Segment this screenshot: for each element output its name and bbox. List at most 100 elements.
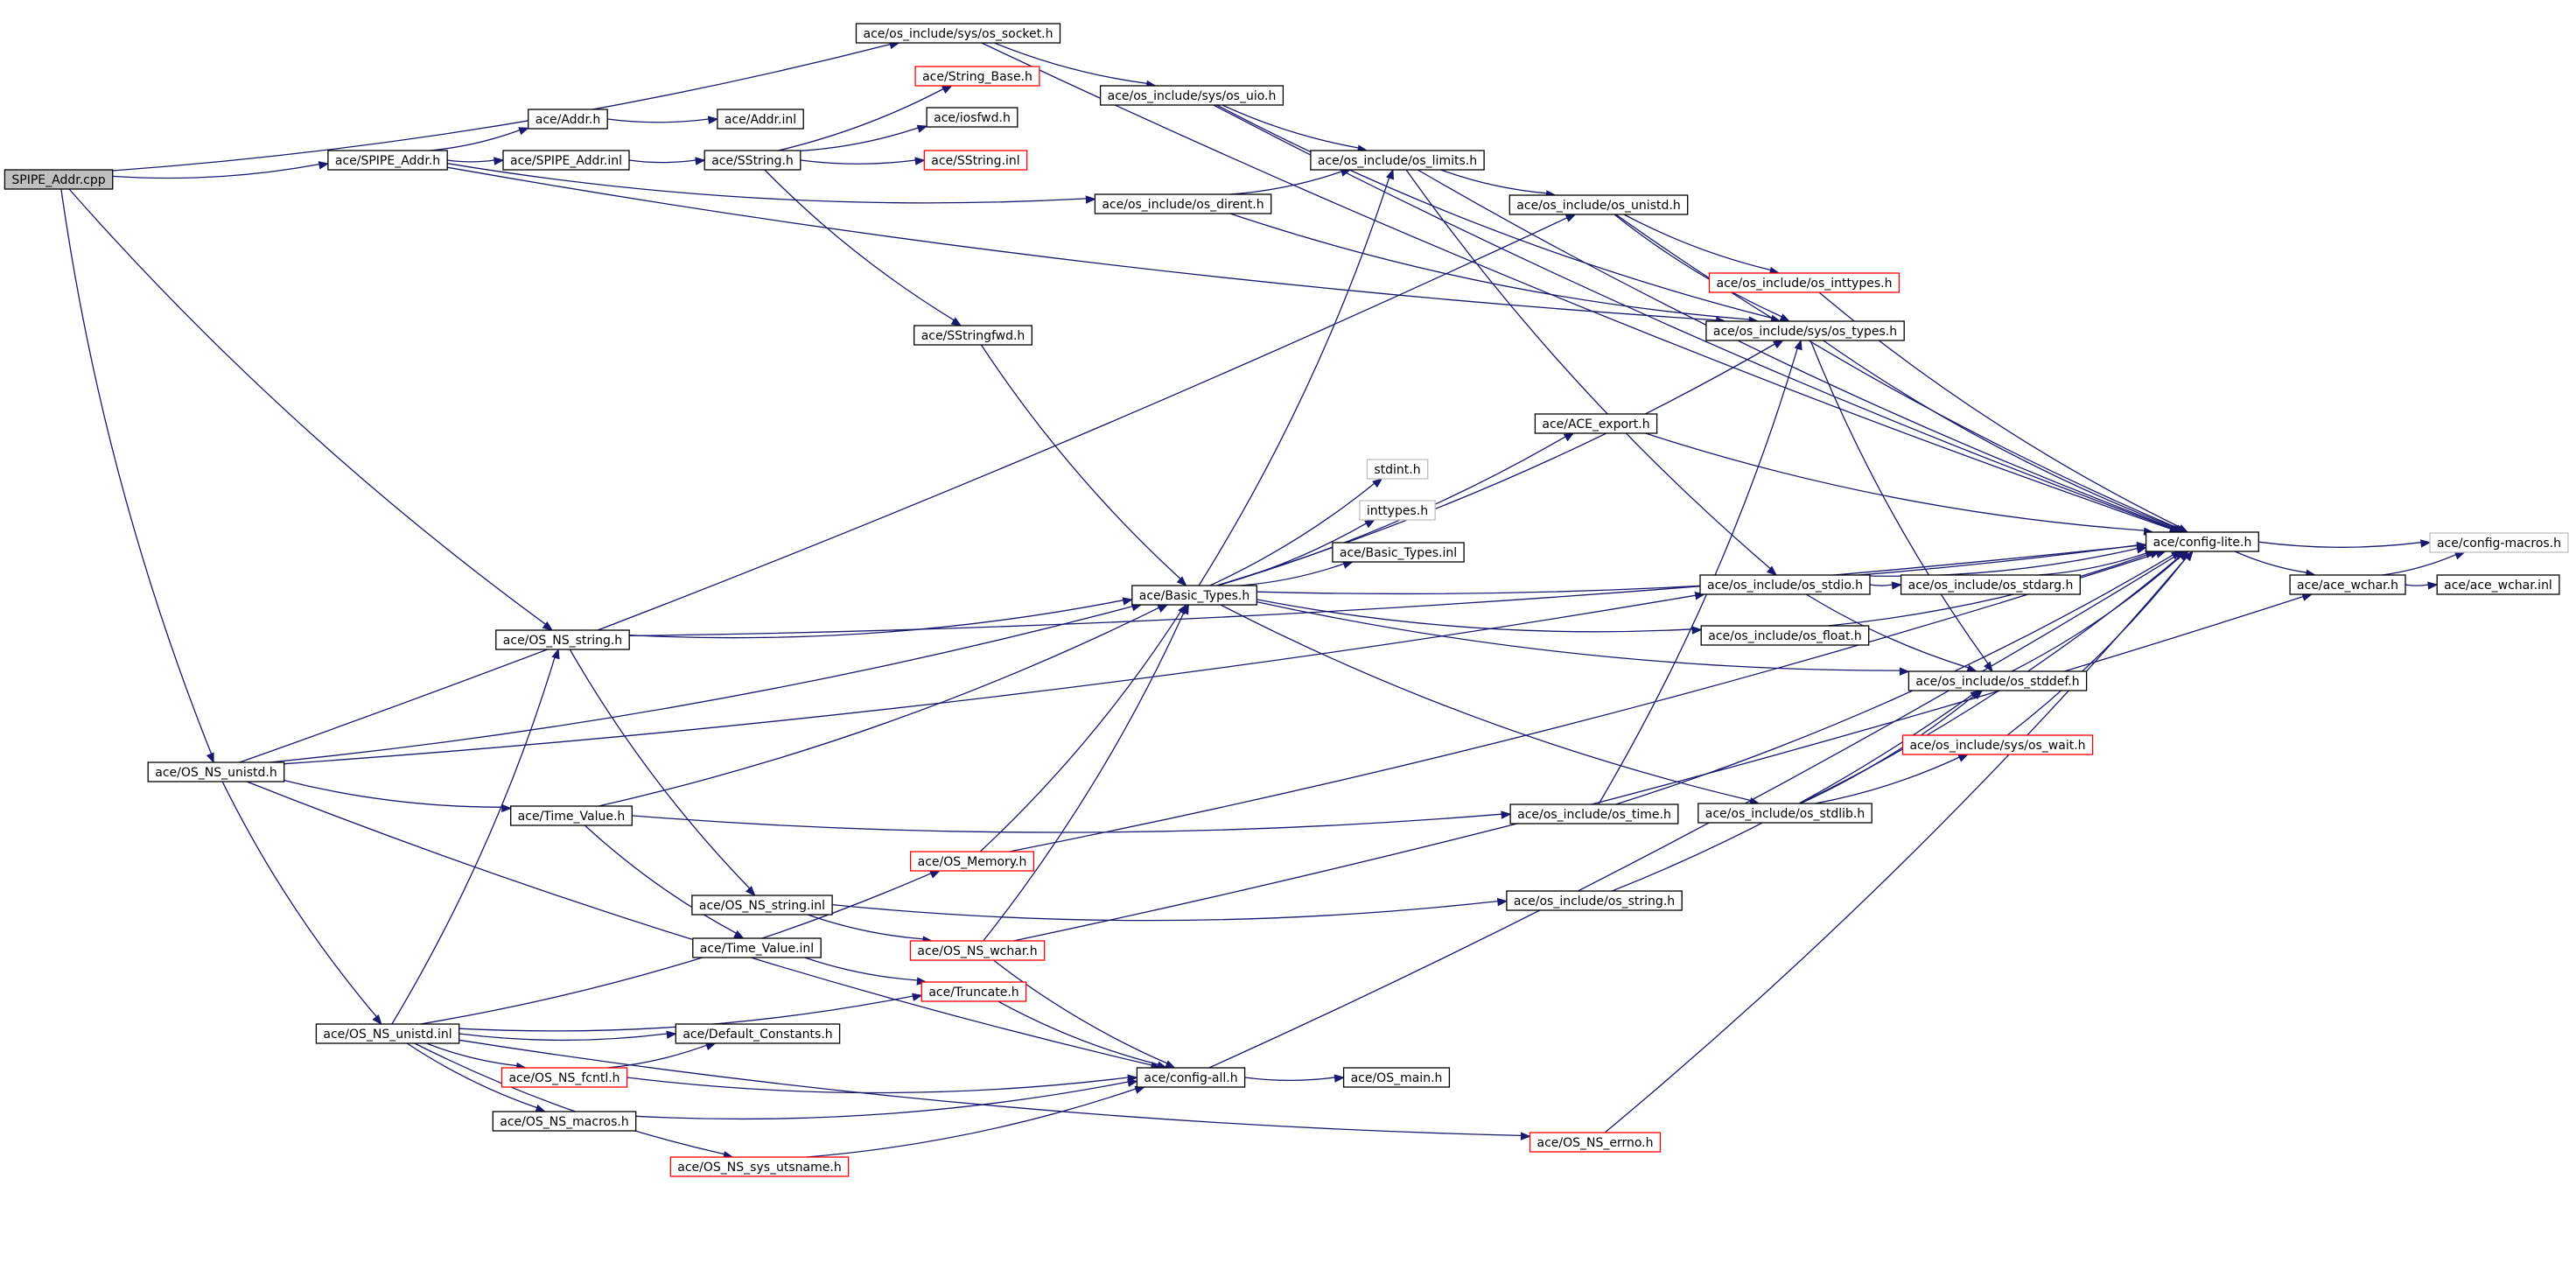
- node-box: [2429, 532, 2569, 553]
- node-os-stdarg[interactable]: ace/os_include/os_stdarg.h: [1900, 574, 2081, 595]
- node-box: [909, 851, 1035, 872]
- edge-os_unistd_h-to-os_inttypes: [1623, 214, 1781, 275]
- edge-ace_wchar_h-to-ace_wchar_inl: [2404, 581, 2439, 590]
- node-label: ace/os_include/os_stdarg.h: [1908, 579, 2074, 593]
- node-os-ns-fcntl[interactable]: ace/OS_NS_fcntl.h: [500, 1067, 628, 1088]
- edge-os_ns_unistd_inl-to-os_ns_string_h: [391, 648, 560, 1025]
- edge-os_ns_wchar-to-ace_wchar_h: [1013, 593, 2314, 942]
- node-os-main[interactable]: ace/OS_main.h: [1342, 1067, 1451, 1088]
- node-os-ns-unistd-inl[interactable]: ace/OS_NS_unistd.inl: [315, 1023, 460, 1044]
- node-stdint[interactable]: stdint.h: [1366, 459, 1429, 480]
- node-box: [1342, 1067, 1451, 1088]
- node-box: [1509, 803, 1679, 824]
- node-config-macros[interactable]: ace/config-macros.h: [2429, 532, 2569, 553]
- node-os-ns-errno[interactable]: ace/OS_NS_errno.h: [1529, 1132, 1662, 1153]
- edge-os_ns_string_inl-to-os_string_h: [832, 897, 1508, 922]
- node-box: [669, 1156, 850, 1177]
- node-spipe-cpp[interactable]: SPIPE_Addr.cpp: [4, 169, 114, 190]
- node-os-unistd-h[interactable]: ace/os_include/os_unistd.h: [1508, 194, 1689, 215]
- node-box: [147, 761, 285, 782]
- node-os-limits[interactable]: ace/os_include/os_limits.h: [1310, 150, 1485, 171]
- node-box: [4, 169, 114, 190]
- node-sstringfwd[interactable]: ace/SStringfwd.h: [914, 325, 1032, 346]
- node-os-string-h[interactable]: ace/os_include/os_string.h: [1506, 890, 1683, 911]
- node-box: [926, 107, 1018, 128]
- node-box: [909, 940, 1046, 961]
- edge-truncate-to-config_all: [998, 1000, 1168, 1070]
- node-basic-types-h[interactable]: ace/Basic_Types.h: [1131, 585, 1257, 606]
- edge-os_limits-to-config_lite: [1417, 169, 2184, 533]
- node-label: ace/ace_wchar.h: [2297, 579, 2398, 593]
- node-os-ns-wchar[interactable]: ace/OS_NS_wchar.h: [909, 940, 1046, 961]
- node-time-value-inl[interactable]: ace/Time_Value.inl: [692, 937, 822, 958]
- edge-config_lite-to-ace_wchar_h: [2235, 551, 2317, 578]
- node-ace-export[interactable]: ace/ACE_export.h: [1534, 413, 1658, 434]
- node-box: [528, 109, 608, 130]
- edge-addr_h-to-addr_inl: [607, 116, 719, 124]
- node-sstring-h[interactable]: ace/SString.h: [704, 150, 802, 171]
- node-config-lite[interactable]: ace/config-lite.h: [2145, 531, 2259, 552]
- edge-os_ns_sys_utsname-to-config_all: [806, 1085, 1146, 1158]
- edge-os_ns_unistd_inl-to-default_constants: [458, 1030, 677, 1042]
- node-os-wait[interactable]: ace/os_include/sys/os_wait.h: [1901, 734, 2094, 755]
- node-addr-inl[interactable]: ace/Addr.inl: [717, 109, 804, 130]
- node-box: [1131, 585, 1257, 606]
- node-inttypes[interactable]: inttypes.h: [1359, 500, 1436, 521]
- node-iosfwd[interactable]: ace/iosfwd.h: [926, 107, 1018, 128]
- node-spipe-inl[interactable]: ace/SPIPE_Addr.inl: [502, 150, 630, 171]
- edge-os_ns_wchar-to-basic_types_h: [983, 603, 1189, 942]
- node-os-float[interactable]: ace/os_include/os_float.h: [1700, 625, 1870, 646]
- node-os-socket[interactable]: ace/os_include/sys/os_socket.h: [855, 23, 1061, 44]
- node-box: [1901, 734, 2094, 755]
- node-os-stdlib[interactable]: ace/os_include/os_stdlib.h: [1698, 803, 1872, 824]
- node-box: [1708, 272, 1900, 293]
- node-label: ace/os_include/os_stdio.h: [1707, 579, 1863, 593]
- node-label: ace/SString.h: [711, 154, 794, 168]
- node-os-stdio[interactable]: ace/os_include/os_stdio.h: [1699, 574, 1871, 595]
- edge-ace_wchar_h-to-config_macros: [2382, 551, 2466, 576]
- node-os-uio[interactable]: ace/os_include/sys/os_uio.h: [1099, 85, 1284, 106]
- node-box: [500, 1067, 628, 1088]
- edge-os_stddef-to-config_lite: [2011, 551, 2189, 672]
- node-label: ace/SPIPE_Addr.inl: [510, 154, 622, 168]
- node-label: ace/SStringfwd.h: [921, 329, 1026, 343]
- node-ace-wchar-inl[interactable]: ace/ace_wchar.inl: [2436, 574, 2560, 595]
- node-os-memory[interactable]: ace/OS_Memory.h: [909, 851, 1035, 872]
- node-ace-wchar-h[interactable]: ace/ace_wchar.h: [2289, 574, 2406, 595]
- node-box: [717, 109, 804, 130]
- node-os-ns-macros[interactable]: ace/OS_NS_macros.h: [492, 1111, 637, 1132]
- node-os-dirent[interactable]: ace/os_include/os_dirent.h: [1094, 193, 1272, 214]
- edge-os_ns_unistd_h-to-os_ns_unistd_inl: [221, 781, 382, 1026]
- edge-os_ns_macros-to-config_all: [635, 1078, 1138, 1120]
- node-box: [1366, 459, 1429, 480]
- node-label: ace/OS_NS_sys_utsname.h: [677, 1161, 841, 1175]
- edge-os_dirent-to-os_limits: [1229, 168, 1352, 195]
- node-os-stddef[interactable]: ace/os_include/os_stddef.h: [1908, 670, 2088, 691]
- node-box: [2145, 531, 2259, 552]
- node-addr-h[interactable]: ace/Addr.h: [528, 109, 608, 130]
- node-os-ns-string-inl[interactable]: ace/OS_NS_string.inl: [691, 895, 833, 916]
- edge-os_stdio-to-os_stdarg: [1869, 581, 1902, 590]
- edge-os_ns_fcntl-to-config_all: [626, 1074, 1138, 1094]
- edge-basic_types_h-to-os_float: [1256, 599, 1703, 635]
- node-spipe-h[interactable]: ace/SPIPE_Addr.h: [327, 150, 448, 171]
- node-default-constants[interactable]: ace/Default_Constants.h: [675, 1023, 841, 1044]
- edge-os_ns_string_inl-to-os_ns_wchar: [807, 914, 934, 944]
- node-os-time[interactable]: ace/os_include/os_time.h: [1509, 803, 1679, 824]
- node-truncate[interactable]: ace/Truncate.h: [920, 981, 1027, 1002]
- node-string-base[interactable]: ace/String_Base.h: [914, 66, 1040, 87]
- node-os-types[interactable]: ace/os_include/sys/os_types.h: [1705, 320, 1905, 341]
- node-os-ns-unistd-h[interactable]: ace/OS_NS_unistd.h: [147, 761, 285, 782]
- node-config-all[interactable]: ace/config-all.h: [1136, 1067, 1246, 1088]
- node-sstring-inl[interactable]: ace/SString.inl: [923, 150, 1028, 171]
- edge-os_ns_unistd_inl-to-os_ns_errno: [458, 1039, 1531, 1140]
- node-os-ns-sys-utsname[interactable]: ace/OS_NS_sys_utsname.h: [669, 1156, 850, 1177]
- node-time-value-h[interactable]: ace/Time_Value.h: [510, 805, 633, 826]
- edge-os_unistd_h-to-config_lite: [1615, 214, 2187, 533]
- node-os-inttypes[interactable]: ace/os_include/os_inttypes.h: [1708, 272, 1900, 293]
- node-box: [914, 325, 1032, 346]
- node-box: [2436, 574, 2560, 595]
- node-box: [1310, 150, 1485, 171]
- node-basic-types-inl[interactable]: ace/Basic_Types.inl: [1332, 542, 1465, 563]
- node-os-ns-string-h[interactable]: ace/OS_NS_string.h: [495, 629, 630, 650]
